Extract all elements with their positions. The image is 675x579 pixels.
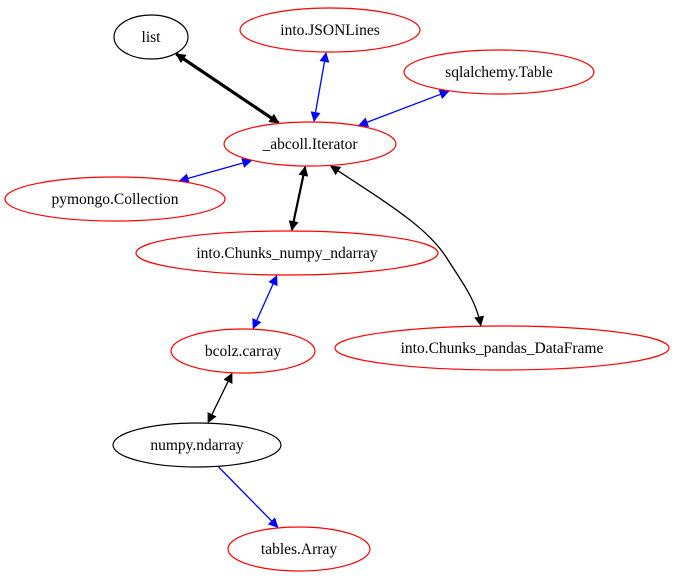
node-list: list: [113, 14, 189, 60]
node-label: sqlalchemy.Table: [445, 64, 553, 81]
edge-sqltable-to-iterator: [357, 89, 450, 127]
node-label: list: [142, 29, 162, 46]
node-label: bcolz.carray: [205, 343, 281, 360]
node-label: numpy.ndarray: [150, 437, 244, 454]
node-ellipse: [403, 49, 595, 95]
node-label: into.Chunks_numpy_ndarray: [196, 245, 377, 262]
node-ellipse: [227, 526, 371, 572]
node-iterator: _abcoll.Iterator: [223, 121, 397, 167]
node-sqltable: sqlalchemy.Table: [403, 49, 595, 95]
edge-chunks_numpy-to-bcolz: [252, 274, 278, 330]
node-label: into.Chunks_pandas_DataFrame: [401, 340, 604, 357]
node-label: tables.Array: [261, 541, 337, 558]
edge-list-to-iterator: [175, 52, 280, 125]
node-ellipse: [113, 14, 189, 60]
node-tables: tables.Array: [227, 526, 371, 572]
edge-jsonlines-to-iterator: [310, 52, 330, 122]
edge-bcolz-to-ndarray: [207, 372, 233, 424]
node-chunks_numpy: into.Chunks_numpy_ndarray: [135, 230, 439, 276]
node-ndarray: numpy.ndarray: [112, 422, 282, 468]
node-ellipse: [239, 7, 421, 53]
node-ellipse: [223, 121, 397, 167]
node-label: into.JSONLines: [280, 22, 379, 39]
graph-edges: [175, 52, 485, 528]
node-pymongo: pymongo.Collection: [4, 176, 226, 222]
node-label: _abcoll.Iterator: [261, 136, 358, 153]
node-ellipse: [334, 325, 670, 371]
node-chunks_pandas: into.Chunks_pandas_DataFrame: [334, 325, 670, 371]
edge-iterator-to-chunks_numpy: [288, 165, 309, 231]
node-ellipse: [135, 230, 439, 276]
node-ellipse: [112, 422, 282, 468]
graph-nodes: list into.JSONLines sqlalchemy.Table _abcol…: [4, 7, 670, 572]
edge-iterator-to-chunks_pandas: [329, 165, 485, 327]
edge-ndarray-to-tables: [218, 466, 279, 528]
node-jsonlines: into.JSONLines: [239, 7, 421, 53]
node-bcolz: bcolz.carray: [170, 328, 316, 374]
node-label: pymongo.Collection: [51, 191, 178, 208]
edge-iterator-to-pymongo: [178, 158, 253, 184]
node-ellipse: [170, 328, 316, 374]
node-ellipse: [4, 176, 226, 222]
